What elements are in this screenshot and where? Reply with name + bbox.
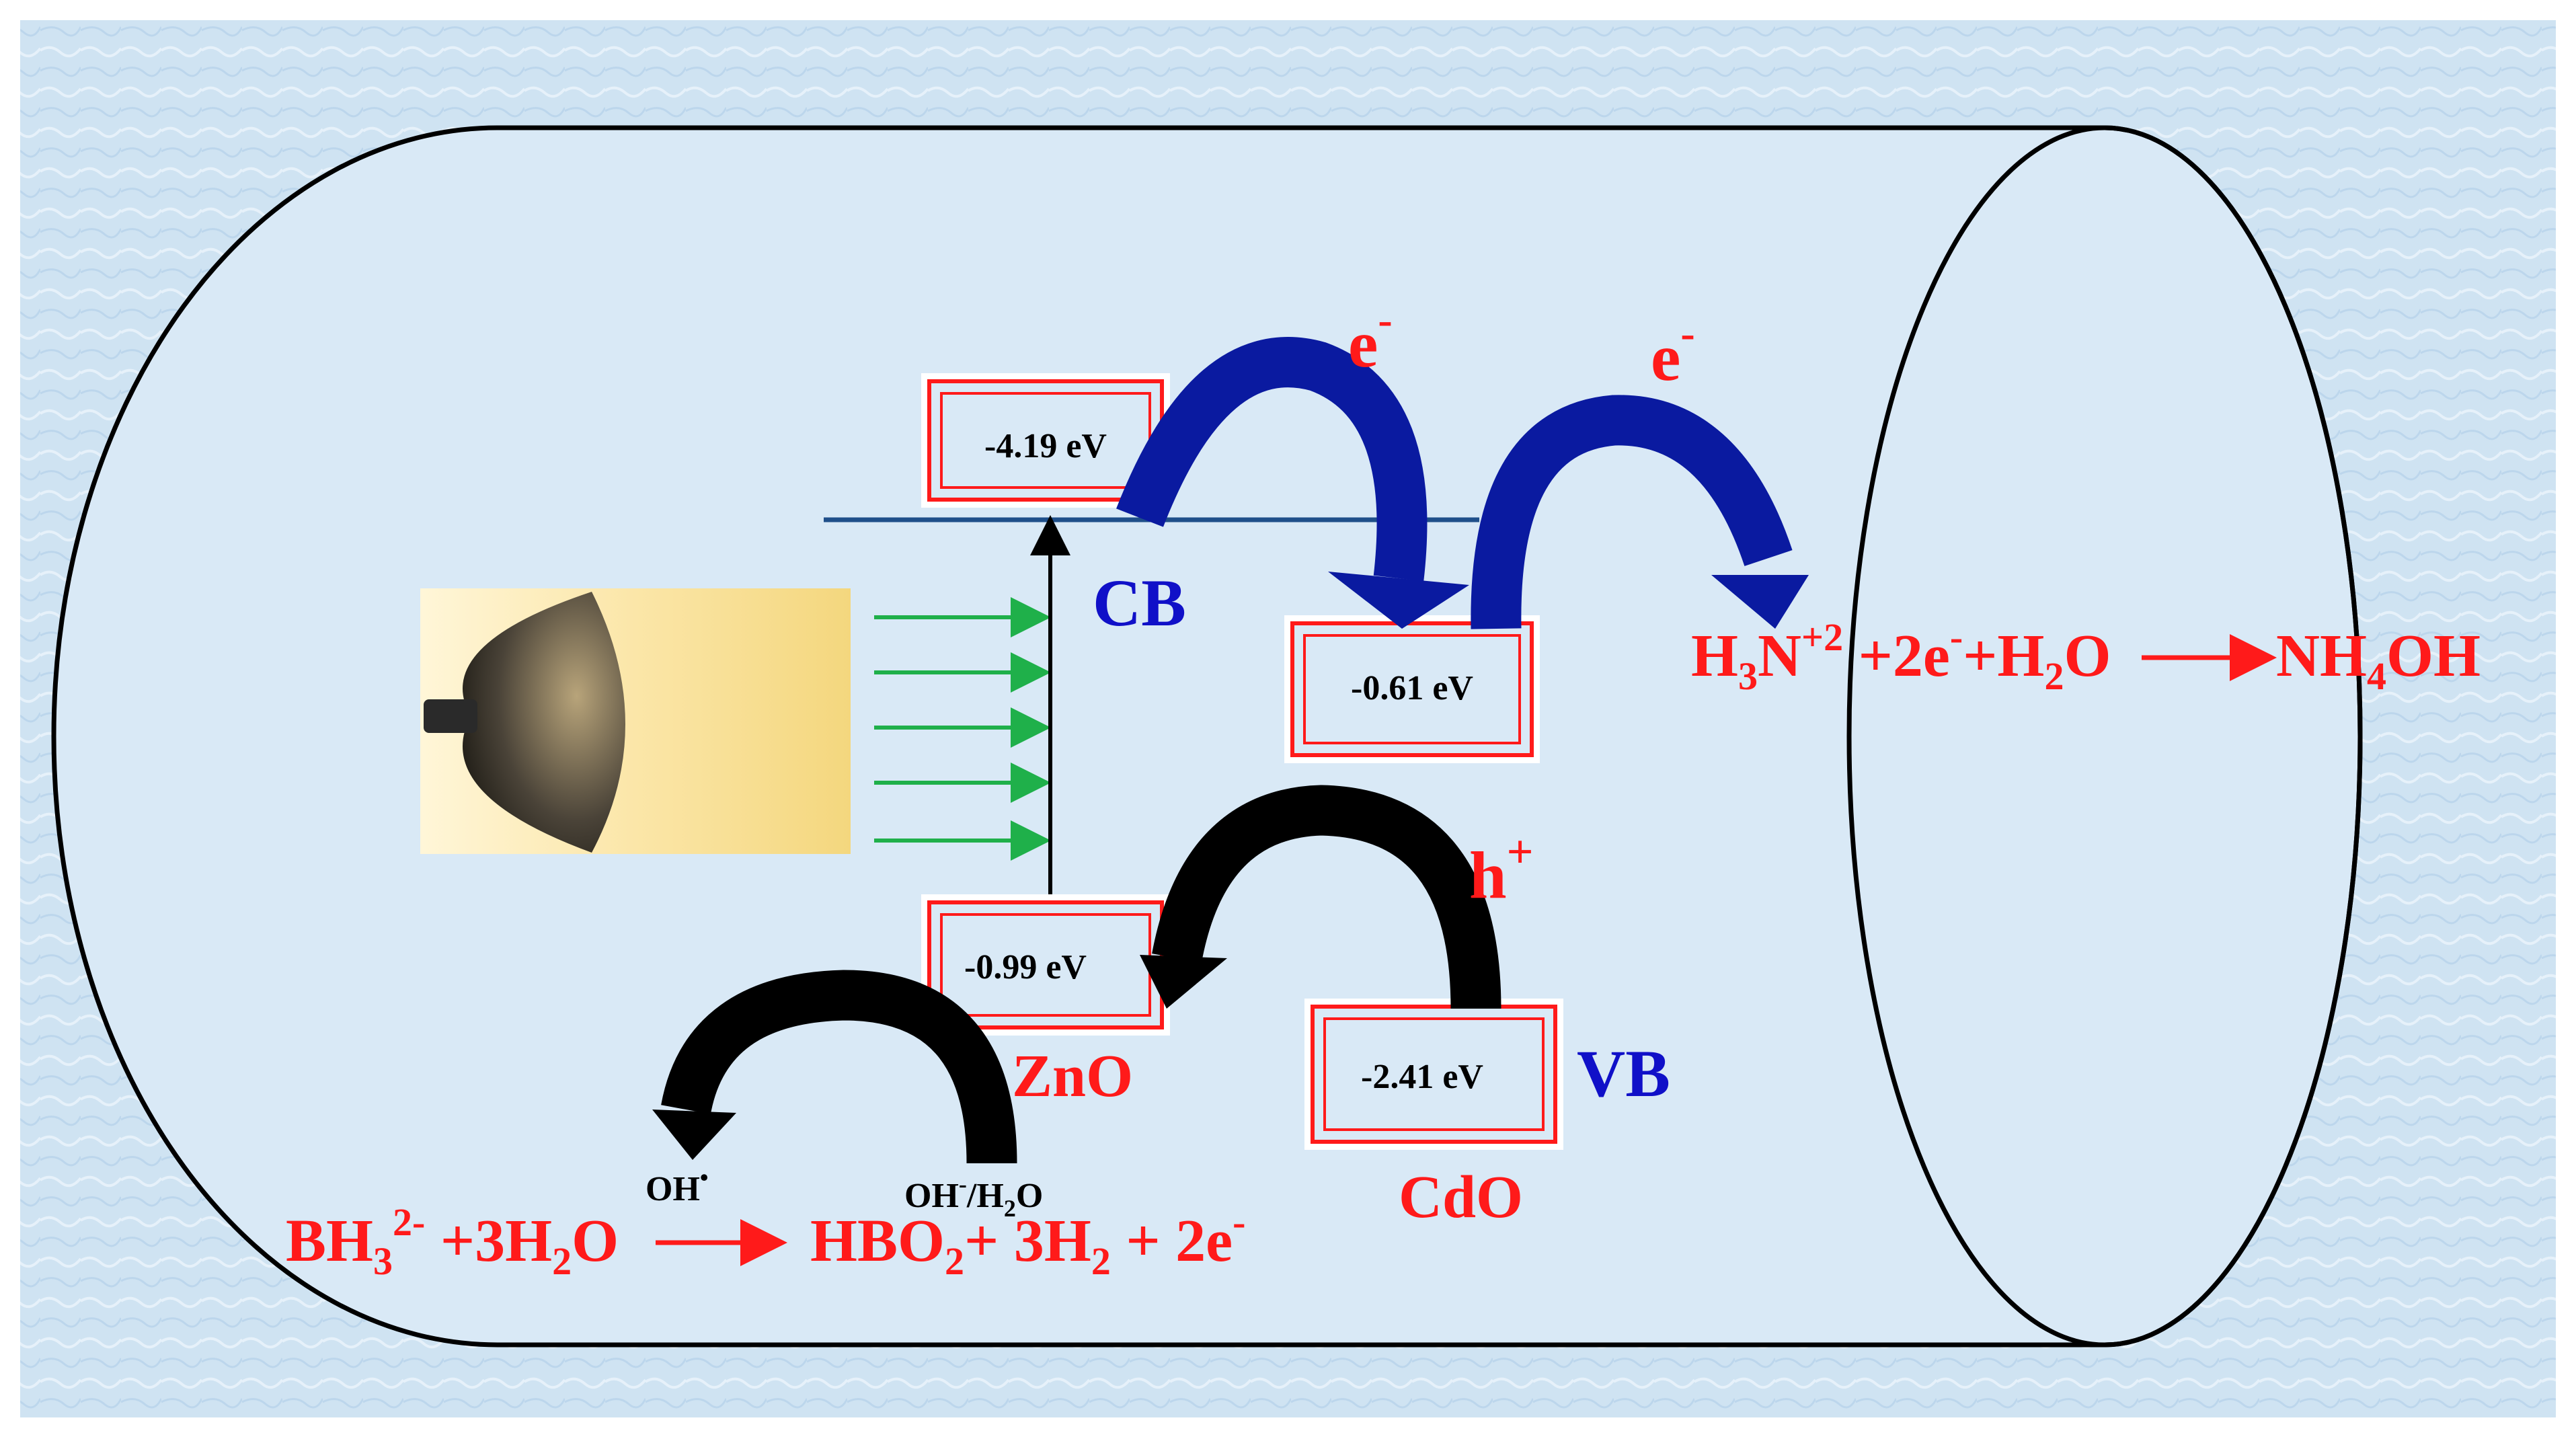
light-rays [874, 597, 1051, 861]
zno-label: ZnO [1012, 1043, 1133, 1109]
hole-transfer-arrow-2 [652, 970, 1017, 1164]
zno-vb-value: -0.99 eV [964, 948, 1087, 986]
borane-reaction-reactants: BH32- +3H2O [286, 1200, 619, 1283]
cdo-label: CdO [1399, 1164, 1523, 1231]
hole-transfer-arrow-1 [1140, 785, 1501, 1009]
zno-cb-value: -4.19 eV [984, 427, 1107, 465]
ammonia-reaction-product: NH4OH [2276, 623, 2481, 698]
box-zno-vb: -0.99 eV [921, 894, 1170, 1036]
cb-label: CB [1093, 566, 1186, 640]
electron-transfer-arrow-2 [1471, 395, 1809, 629]
electron-label-2: e- [1651, 309, 1695, 395]
oh-h2o-label: OH-/H2O [904, 1171, 1043, 1222]
cylinder-end-cap [1846, 125, 2363, 1348]
lamp-icon [420, 588, 851, 854]
cdo-vb-value: -2.41 eV [1361, 1058, 1483, 1096]
vb-label: VB [1577, 1036, 1670, 1111]
electron-label-1: e- [1348, 296, 1393, 381]
borane-reaction-products: HBO2+ 3H2 + 2e- [810, 1200, 1245, 1283]
box-cdo-vb: -2.41 eV [1304, 999, 1563, 1150]
box-cdo-cb: -0.61 eV [1284, 615, 1540, 763]
cylinder-body [51, 125, 2363, 1348]
oh-radical-label: OH• [646, 1164, 709, 1208]
ammonia-reaction-reactants: H3N+2 +2e-+H2O [1691, 615, 2111, 698]
cdo-cb-value: -0.61 eV [1351, 669, 1473, 707]
hole-label: h+ [1469, 826, 1534, 912]
electron-transfer-arrow-1 [1116, 337, 1469, 629]
